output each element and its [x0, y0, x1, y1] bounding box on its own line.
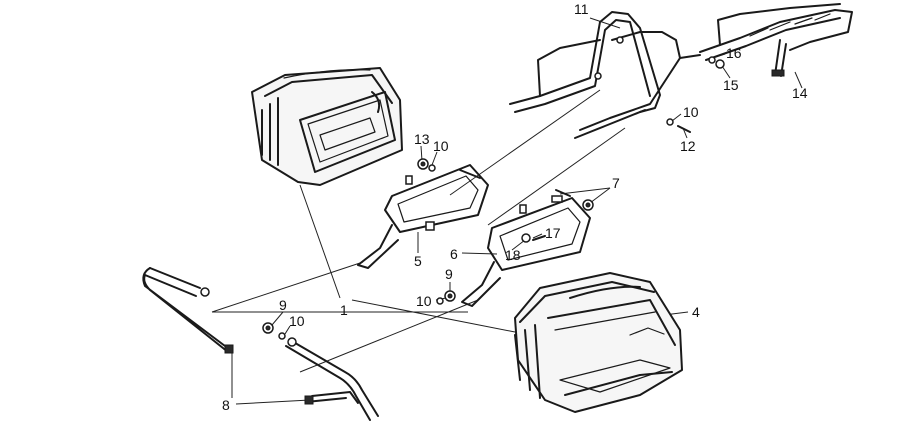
callout-10-upper-right: 10	[683, 104, 699, 120]
callout-1: 1	[340, 302, 348, 318]
callout-11: 11	[574, 1, 589, 17]
left-side-case	[251, 67, 403, 186]
callout-12: 12	[680, 138, 696, 154]
callout-16: 16	[726, 45, 742, 61]
callout-10-lower-left: 10	[289, 313, 305, 329]
crash-bar-left	[142, 267, 234, 354]
callout-13: 13	[414, 131, 430, 147]
callout-8: 8	[222, 397, 230, 413]
bracket-left	[357, 164, 489, 269]
callout-5: 5	[414, 253, 422, 269]
callout-18: 18	[505, 247, 521, 263]
hardware	[262, 56, 725, 340]
right-side-case	[514, 272, 683, 413]
callout-4: 4	[692, 304, 700, 320]
callout-10-middle: 10	[416, 293, 432, 309]
callout-17: 17	[545, 225, 561, 241]
luggage-rack	[699, 3, 853, 77]
callout-9-left: 9	[279, 297, 287, 313]
callout-labels: 1 4 5 6 7 8 9 9 10 10 10 10 11 12 13 14 …	[222, 1, 808, 413]
callout-9-right: 9	[445, 266, 453, 282]
callout-10-upper-left: 10	[433, 138, 449, 154]
callout-14: 14	[792, 85, 808, 101]
callout-15: 15	[723, 77, 739, 93]
crash-bar-right	[285, 337, 379, 421]
grab-handle-frame	[509, 11, 701, 139]
callout-7: 7	[612, 175, 620, 191]
callout-6: 6	[450, 246, 458, 262]
bracket-right	[461, 195, 591, 307]
